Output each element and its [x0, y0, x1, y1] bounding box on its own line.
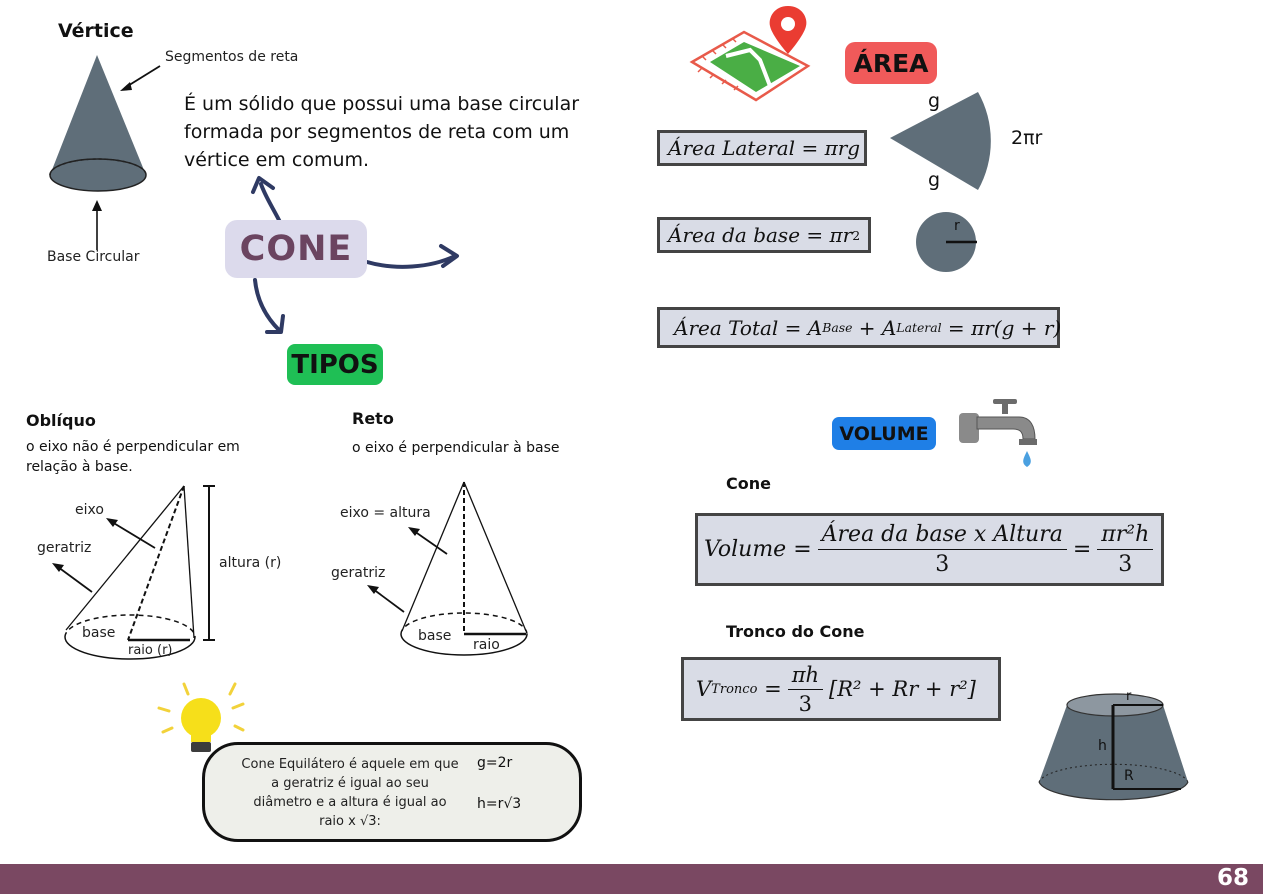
cone-definition: É um sólido que possui uma base circular… [184, 93, 580, 171]
oblique-cone-diagram [52, 485, 215, 660]
sector-arc-label: 2πr [1011, 127, 1043, 149]
cone-volume-heading: Cone [726, 474, 771, 493]
right-cone-diagram [367, 481, 529, 656]
cone-pill: CONE [225, 220, 367, 278]
total-base-subscript: Base [822, 320, 853, 335]
faucet-icon [959, 399, 1037, 467]
frustum-bottom-radius-label: R [1124, 768, 1134, 784]
volume-denominator-2: 3 [1118, 552, 1133, 577]
segments-arrow [120, 65, 161, 91]
sector-g-bottom: g [928, 169, 941, 191]
total-a-base: A [807, 315, 823, 340]
reto-title: Reto [352, 409, 394, 428]
base-area-exponent: 2 [852, 227, 861, 243]
reto-base-label: base [418, 628, 452, 644]
total-a-lateral: A [881, 315, 897, 340]
oblique-base-label: base [82, 625, 116, 641]
tronco-subscript: Tronco [711, 681, 758, 697]
oblique-eixo-label: eixo [75, 502, 104, 518]
segments-label: Segmentos de reta [165, 49, 299, 65]
volume-pill: VOLUME [832, 417, 936, 450]
volume-lhs: Volume [704, 537, 787, 562]
page-footer-bar: 68 [0, 864, 1263, 894]
lightbulb-icon [157, 682, 245, 752]
area-pill: ÁREA [845, 42, 937, 84]
page-number: 68 [1216, 865, 1249, 891]
frustum-illustration [1038, 693, 1189, 801]
oblique-description: o eixo não é perpendicular em relação à … [26, 439, 240, 475]
sector-g-top: g [928, 90, 941, 112]
tronco-numerator: πh [787, 663, 824, 690]
tronco-bracket: [R² + Rr + r²] [829, 677, 976, 701]
circle-radius-label: r [954, 218, 960, 234]
lateral-sector-illustration [890, 92, 991, 190]
equilateral-tip-text: Cone Equilátero é aquele em que a geratr… [241, 757, 459, 829]
oblique-altura-label: altura (r) [219, 555, 282, 571]
map-pin-icon [689, 6, 811, 102]
mind-map-arrows [251, 176, 459, 334]
equilateral-tip-box: Cone Equilátero é aquele em que a geratr… [202, 742, 582, 842]
oblique-raio-label: raio (r) [128, 643, 173, 658]
tronco-v: V [696, 677, 712, 701]
total-area-label: Área Total [674, 315, 779, 340]
total-lateral-subscript: Lateral [896, 320, 942, 335]
reto-raio-label: raio [473, 637, 500, 653]
frustum-top-radius-label: r [1126, 689, 1132, 704]
lateral-area-formula: Área Lateral = πrg [657, 130, 867, 166]
reto-description: o eixo é perpendicular à base [352, 440, 560, 456]
base-circular-label: Base Circular [47, 249, 140, 265]
vertex-label: Vértice [58, 20, 134, 42]
total-area-rhs: πr(g + r) [971, 315, 1062, 340]
volume-numerator-1: Área da base x Altura [817, 522, 1067, 550]
oblique-title: Oblíquo [26, 411, 96, 430]
base-area-rhs: πr [829, 223, 853, 247]
reto-geratriz-label: geratriz [331, 565, 386, 581]
volume-numerator-2: πr²h [1097, 522, 1154, 550]
lateral-area-label: Área Lateral [668, 136, 796, 160]
base-area-label: Área da base [668, 223, 801, 247]
reto-eixo-label: eixo = altura [340, 505, 431, 521]
tronco-heading: Tronco do Cone [726, 622, 865, 641]
types-pill: TIPOS [287, 344, 383, 385]
frustum-height-label: h [1098, 738, 1107, 754]
oblique-geratriz-label: geratriz [37, 540, 92, 556]
base-circle-illustration [916, 212, 977, 272]
equilateral-g-formula: g=2r [477, 755, 513, 771]
equilateral-h-formula: h=r√3 [477, 796, 522, 812]
tronco-denominator: 3 [798, 691, 813, 716]
volume-denominator-1: 3 [935, 552, 950, 577]
lateral-area-rhs: πrg [824, 136, 861, 160]
solid-cone-illustration [49, 55, 147, 250]
